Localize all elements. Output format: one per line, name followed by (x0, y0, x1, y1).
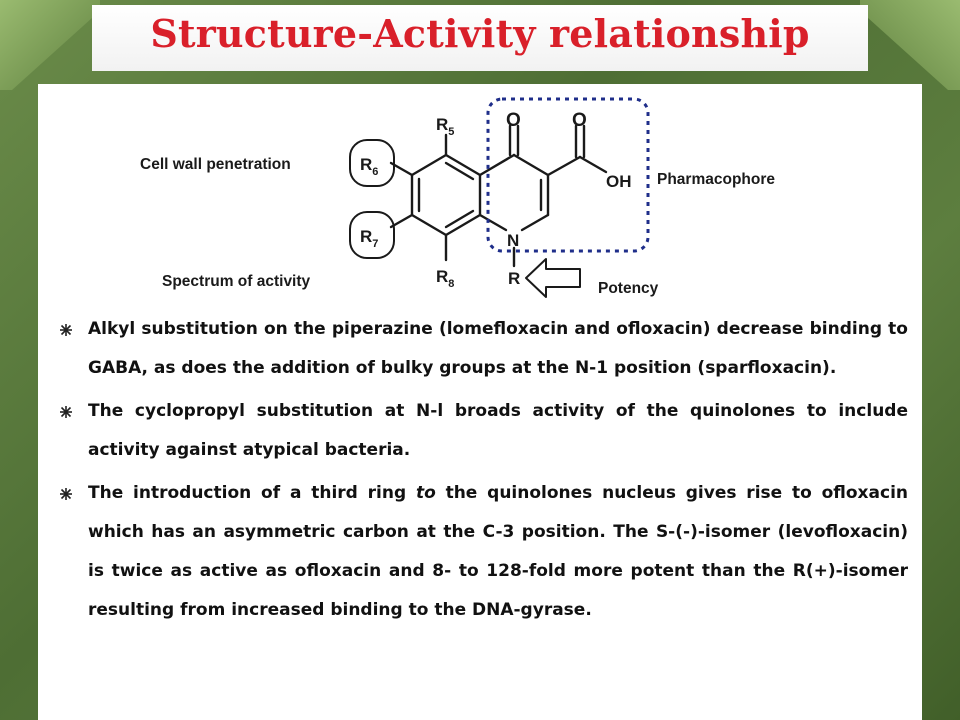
bond-line (410, 213, 448, 237)
bond-line (444, 153, 482, 177)
atom-nitrogen: N (507, 231, 519, 250)
atom-r5: R5 (436, 115, 454, 138)
label-cell-wall-penetration: Cell wall penetration (140, 156, 291, 173)
bond-line (478, 213, 508, 232)
atom-r8: R8 (436, 267, 454, 290)
bullet-item: Alkyl substitution on the piperazine (lo… (58, 310, 908, 388)
label-pharmacophore: Pharmacophore (657, 171, 775, 188)
atom-hydroxyl: OH (606, 172, 632, 191)
bullet-text: The cyclopropyl substitution at N-l broa… (88, 401, 908, 460)
atom-r7: R7 (360, 227, 378, 250)
label-potency: Potency (598, 280, 659, 297)
snowflake-bullet-icon (60, 324, 72, 336)
double-bond-line (444, 209, 475, 229)
bond-line (546, 155, 582, 177)
r6-highlight-box (349, 139, 395, 187)
bond-line (478, 153, 516, 177)
bullet-list: Alkyl substitution on the piperazine (lo… (58, 310, 908, 634)
potency-arrow-icon (525, 258, 581, 298)
quinolone-structure-diagram: R5 R6 R7 R8 O O OH N R Cell wall penetra… (140, 97, 775, 298)
snowflake-bullet-icon (60, 488, 72, 500)
bond-line (520, 213, 550, 232)
atom-oxygen-ketone: O (506, 110, 521, 131)
title-panel: Structure-Activity relationship (92, 5, 868, 71)
bullet-text: Alkyl substitution on the piperazine (lo… (88, 319, 908, 378)
atom-oxygen-acid: O (572, 110, 587, 131)
bond-line (578, 155, 608, 174)
bond-line (512, 153, 550, 177)
bond-line (444, 213, 482, 237)
bullet-text-italic: to (415, 483, 436, 503)
bullet-item: The cyclopropyl substitution at N-l broa… (58, 392, 908, 470)
r7-highlight-box (349, 211, 395, 259)
bullet-text-after: the quinolones nucleus gives rise to ofl… (88, 483, 908, 620)
bullet-item: The introduction of a third ring to the … (58, 474, 908, 630)
atom-r6: R6 (360, 155, 378, 178)
label-spectrum-of-activity: Spectrum of activity (162, 273, 311, 290)
content-panel: R5 R6 R7 R8 O O OH N R Cell wall penetra… (38, 84, 922, 720)
bond-line (410, 153, 448, 177)
slide-title: Structure-Activity relationship (150, 11, 810, 56)
bullet-text-before: The introduction of a third ring (88, 483, 416, 503)
pharmacophore-box (486, 97, 650, 253)
double-bond-line (444, 161, 475, 181)
snowflake-bullet-icon (60, 406, 72, 418)
atom-r: R (508, 269, 520, 288)
